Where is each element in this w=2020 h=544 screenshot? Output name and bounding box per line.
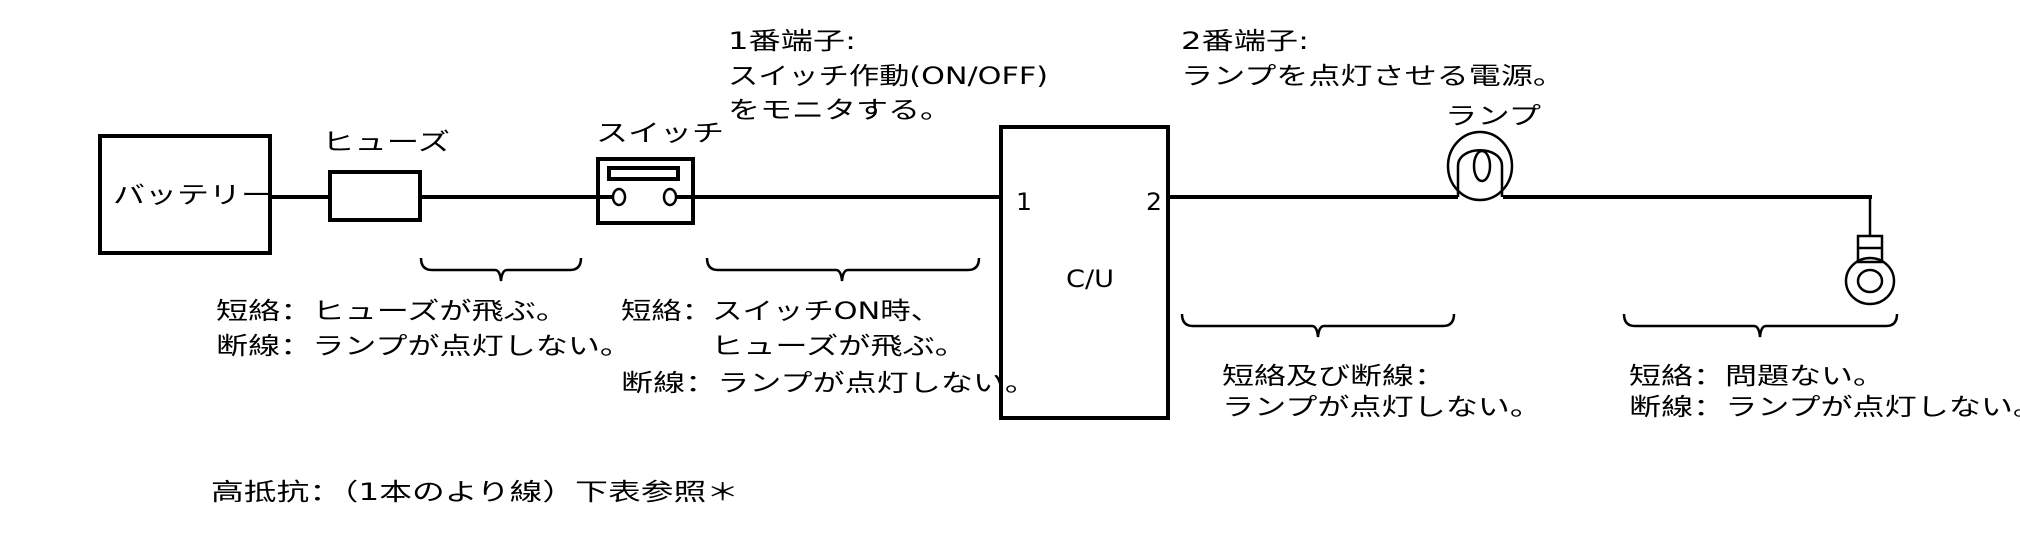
brace-lamp-ground bbox=[1622, 313, 1899, 338]
footnote: 高抵抗：（1本のより線）下表参照＊ bbox=[211, 478, 739, 506]
brace-cu-lamp bbox=[1180, 313, 1456, 338]
note-line: をモニタする。 bbox=[728, 96, 952, 124]
note-line: 2番端子: bbox=[1181, 27, 1309, 55]
segment-note-fuse-switch: 短絡：ヒューズが飛ぶ。 断線：ランプが点灯しない。 bbox=[216, 297, 632, 360]
segment-note-lamp-ground: 短絡：問題ない。 断線：ランプが点灯しない。 bbox=[1629, 362, 2020, 421]
note-line: 短絡：問題ない。 bbox=[1629, 362, 1885, 390]
lamp-label: ランプ bbox=[1445, 102, 1541, 130]
pin1-label: 1 bbox=[1016, 188, 1032, 216]
note-line: ヒューズが飛ぶ。 bbox=[711, 332, 967, 360]
battery-box bbox=[98, 134, 272, 255]
note-line: 1番端子: bbox=[728, 27, 856, 55]
battery-label: バッテリー bbox=[113, 181, 273, 209]
note-line: スイッチ作動(ON/OFF) bbox=[728, 62, 1048, 90]
control-unit-label: C/U bbox=[1066, 265, 1114, 293]
note-line: ランプを点灯させる電源。 bbox=[1181, 62, 1565, 90]
segment-note-cu-lamp: 短絡及び断線： ランプが点灯しない。 bbox=[1222, 362, 1542, 421]
fuse-symbol bbox=[328, 170, 422, 222]
control-unit-box bbox=[999, 125, 1170, 420]
note-line: 短絡：ヒューズが飛ぶ。 bbox=[216, 297, 568, 325]
terminal2-note: 2番端子: ランプを点灯させる電源。 bbox=[1181, 27, 1565, 90]
note-line: 断線：ランプが点灯しない。 bbox=[1629, 393, 2020, 421]
segment-note-switch-cu: 短絡：スイッチON時、 ヒューズが飛ぶ。 断線：ランプが点灯しない。 bbox=[621, 297, 1037, 397]
brace-fuse-switch bbox=[419, 257, 583, 282]
brace-switch-cu bbox=[705, 257, 981, 282]
ground-symbol bbox=[1844, 234, 1896, 306]
note-line: 短絡及び断線： bbox=[1222, 362, 1446, 390]
fuse-label: ヒューズ bbox=[322, 128, 450, 156]
note-line: 断線：ランプが点灯しない。 bbox=[216, 332, 632, 360]
switch-label: スイッチ bbox=[596, 119, 724, 147]
switch-symbol bbox=[596, 157, 695, 225]
note-line: 短絡：スイッチON時、 bbox=[621, 297, 941, 325]
note-line: ランプが点灯しない。 bbox=[1222, 393, 1542, 421]
lamp-symbol bbox=[1446, 130, 1514, 202]
terminal1-note: 1番端子: スイッチ作動(ON/OFF) をモニタする。 bbox=[728, 27, 1048, 124]
pin2-label: 2 bbox=[1146, 188, 1162, 216]
note-line: 断線：ランプが点灯しない。 bbox=[621, 369, 1037, 397]
